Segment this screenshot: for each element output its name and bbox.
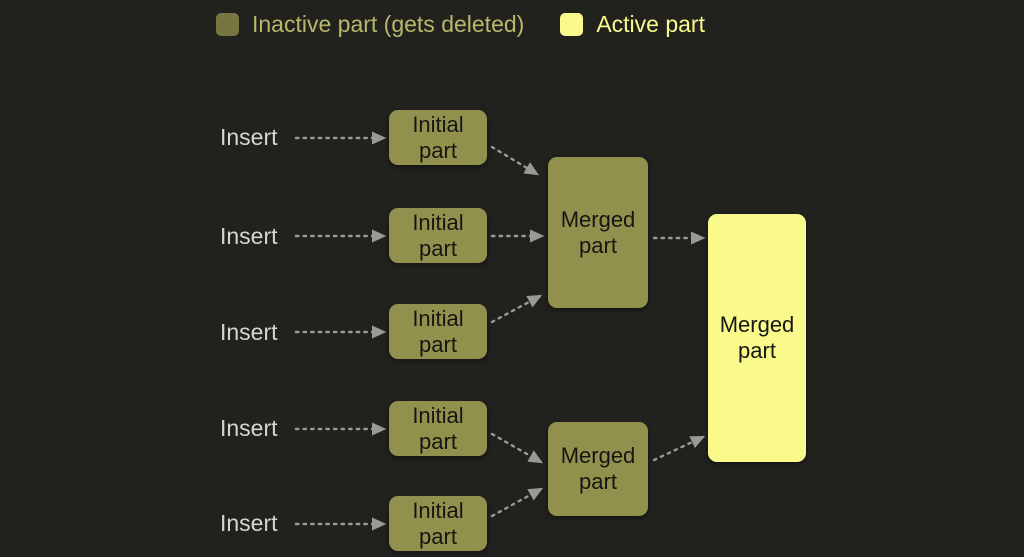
insert-label-2: Insert (220, 223, 278, 249)
legend: Inactive part (gets deleted) Active part (216, 8, 705, 40)
insert-label-1: Insert (220, 124, 278, 150)
active-swatch-icon (560, 12, 584, 36)
insert-label-3: Insert (220, 319, 278, 345)
legend-label-inactive: Inactive part (gets deleted) (252, 10, 525, 37)
inactive-swatch-icon (216, 12, 239, 36)
legend-label-active: Active part (596, 10, 705, 37)
edge-merged2-final (652, 435, 706, 462)
insert-label-4: Insert (220, 415, 278, 441)
legend-item-inactive: Inactive part (gets deleted) (216, 8, 524, 40)
edge-initial1-merged1 (490, 145, 540, 176)
edge-initial5-merged2 (490, 487, 544, 518)
insert-label-5: Insert (220, 510, 278, 536)
edge-initial3-merged1 (490, 294, 543, 324)
edge-initial4-merged2 (490, 432, 544, 464)
legend-item-active: Active part (560, 8, 705, 40)
